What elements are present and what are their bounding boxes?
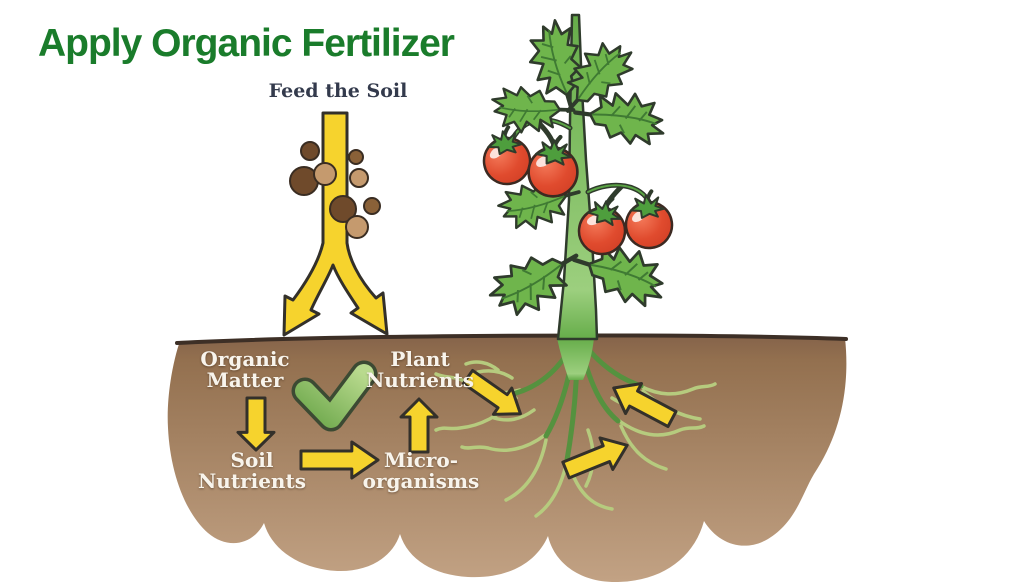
page-title: Apply Organic Fertilizer [38,22,455,65]
label-organic-matter: Organic Matter [170,349,320,391]
organic-particles [289,141,381,239]
soil-surface-line [175,333,848,345]
label-line: Matter [206,368,284,392]
root-light-strands [434,360,717,518]
label-micro-organisms: Micro- organisms [346,450,496,492]
fertilizer-funnel-arrow [282,111,389,337]
tomato-icon [476,122,536,190]
feed-the-soil-label: Feed the Soil [268,80,408,102]
check-icon [291,360,378,432]
label-soil-nutrients: Soil Nutrients [177,450,327,492]
stem-below-ground [557,338,594,380]
label-line: Micro- [383,448,459,472]
label-line: Plant [390,347,450,371]
label-line: Nutrients [198,469,306,493]
tomato-icon [619,187,677,253]
label-line: Nutrients [366,368,474,392]
label-plant-nutrients: Plant Nutrients [345,349,495,391]
label-line: organisms [362,469,480,493]
tomato-plant [476,13,677,341]
label-line: Soil [230,448,274,472]
root-system [434,338,717,518]
label-line: Organic [200,347,290,371]
